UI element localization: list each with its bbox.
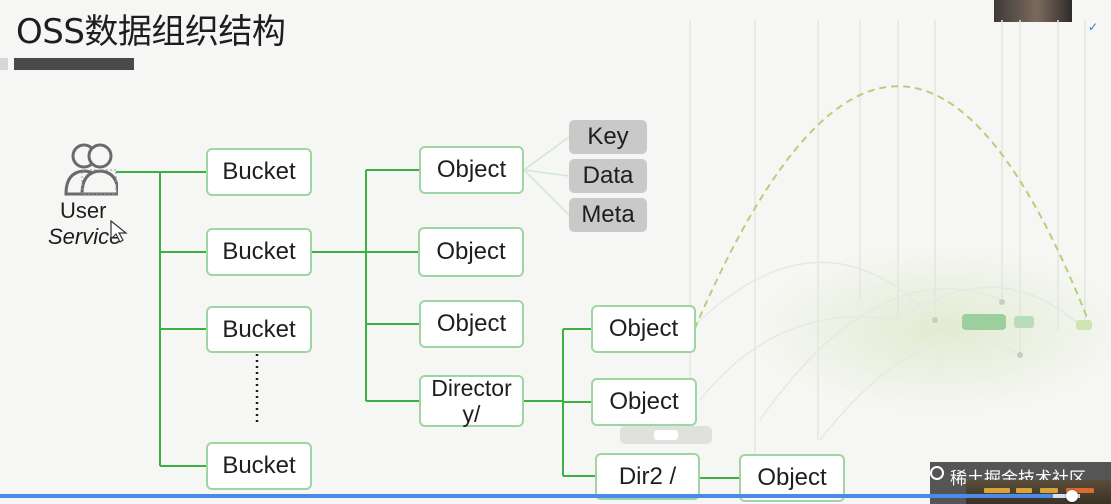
control-chip[interactable] [1066, 488, 1094, 493]
users-icon [64, 143, 118, 196]
video-progress-bar[interactable] [0, 494, 1080, 498]
bucket-node-2: Bucket [206, 228, 312, 276]
data-attribute: Data [569, 159, 647, 193]
title-underline-bar [14, 58, 134, 70]
control-chip[interactable] [984, 488, 1010, 493]
object-node-3: Object [419, 300, 524, 348]
control-chip[interactable] [1040, 488, 1058, 493]
attribute-connectors [523, 136, 570, 216]
slide-title: OSS数据组织结构 [16, 12, 286, 52]
node-block-tiny [1076, 320, 1092, 330]
dashed-arc [689, 85, 1091, 341]
object-node-2: Object [418, 227, 524, 277]
meta-attribute: Meta [569, 198, 647, 232]
user-label: User [60, 198, 107, 223]
key-attribute: Key [569, 120, 647, 154]
user-service-node: User Service [46, 140, 136, 255]
node-dot [932, 317, 938, 323]
node-plate-cap [654, 430, 678, 440]
bucket-node-3: Bucket [206, 306, 312, 353]
title-bar-tab [0, 58, 8, 70]
corner-indicator-icon: ✓ [1088, 20, 1099, 34]
node-dot [999, 299, 1005, 305]
mouse-cursor-icon [110, 220, 128, 243]
background-arcs [689, 261, 1086, 441]
directory-node: Director y/ [419, 375, 524, 427]
sub-object-node-1: Object [591, 305, 696, 353]
node-block [962, 314, 1006, 330]
dir2-node: Dir2 / [595, 453, 700, 500]
sub-object-node-2: Object [591, 378, 697, 426]
bucket-node-1: Bucket [206, 148, 312, 196]
object-node-1: Object [419, 146, 524, 194]
progress-handle[interactable] [1066, 490, 1078, 502]
node-block-small [1014, 316, 1034, 328]
webcam-thumbnail [994, 0, 1072, 22]
service-label: Service [48, 224, 122, 249]
player-controls[interactable] [966, 480, 1111, 504]
bucket-node-4: Bucket [206, 442, 312, 490]
juejin-logo-icon [930, 466, 944, 480]
progress-fill [0, 494, 1053, 498]
control-chip[interactable] [1016, 488, 1032, 493]
background-nodes [620, 299, 1092, 444]
node-dot [1017, 352, 1023, 358]
background-verticals [689, 20, 1086, 460]
